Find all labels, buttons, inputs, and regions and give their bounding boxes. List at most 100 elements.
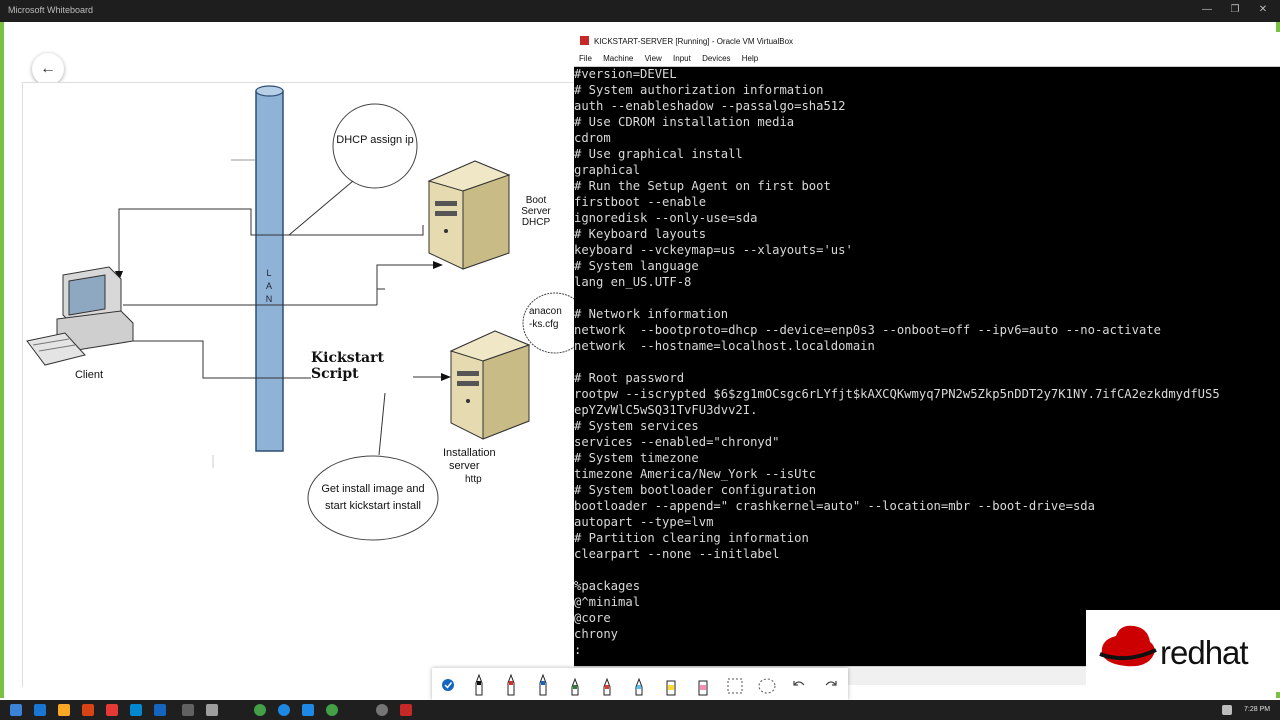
console-line: network --bootproto=dhcp --device=enp0s3… <box>574 323 1161 337</box>
pink-highlighter-icon[interactable] <box>692 673 714 697</box>
mail-icon[interactable] <box>34 704 46 716</box>
installation-server-label: Installation server http <box>443 447 496 485</box>
redo-icon[interactable] <box>820 673 842 697</box>
menu-input[interactable]: Input <box>673 54 691 63</box>
chrome-icon[interactable] <box>254 704 266 716</box>
network-diagram: DHCP assign ip Boot Server DHCP L A N an… <box>22 82 575 687</box>
installation-server-icon <box>449 330 531 440</box>
console-line: graphical <box>574 163 641 177</box>
lasso-icon[interactable] <box>724 673 746 697</box>
black-pen-icon[interactable] <box>468 673 490 697</box>
console-line: # System bootloader configuration <box>574 483 817 497</box>
install-bubble-shape <box>307 455 439 541</box>
console-line: timezone America/New_York --isUtc <box>574 467 817 481</box>
console-line: # System authorization information <box>574 83 824 97</box>
skype-icon[interactable] <box>278 704 290 716</box>
light-blue-pen-icon[interactable] <box>628 673 650 697</box>
console-line: %packages <box>574 579 641 593</box>
pen-tray-icon[interactable] <box>1222 705 1232 715</box>
settings-icon[interactable] <box>206 704 218 716</box>
lan-column <box>255 90 284 452</box>
menu-file[interactable]: File <box>579 54 592 63</box>
console-line: # System language <box>574 259 699 273</box>
console-line: network --hostname=localhost.localdomain <box>574 339 875 353</box>
lasso-dotted-icon[interactable] <box>756 673 778 697</box>
console-line: cdrom <box>574 131 611 145</box>
console-line: # System timezone <box>574 451 699 465</box>
menu-machine[interactable]: Machine <box>603 54 634 63</box>
pen-toolbar <box>432 668 848 700</box>
console-line: lang en_US.UTF-8 <box>574 275 692 289</box>
console-line: firstboot --enable <box>574 195 707 209</box>
virtualbox-window: KICKSTART-SERVER [Running] - Oracle VM V… <box>574 32 1280 666</box>
virtualbox-icon <box>580 36 589 45</box>
kickstart-file-text: #version=DEVEL # System authorization inf… <box>574 66 1280 658</box>
dhcp-bubble-label: DHCP assign ip <box>336 134 414 146</box>
store-icon[interactable] <box>154 704 166 716</box>
vbox-title: KICKSTART-SERVER [Running] - Oracle VM V… <box>594 37 794 46</box>
red-pen-2-icon[interactable] <box>596 673 618 697</box>
vbox-menubar: File Machine View Input Devices Help <box>574 50 1280 67</box>
green-pen-icon[interactable] <box>564 673 586 697</box>
console-line: # Partition clearing information <box>574 531 809 545</box>
restore-icon[interactable]: ❐ <box>1230 4 1240 15</box>
start-icon[interactable] <box>10 704 22 716</box>
console-line: rootpw --iscrypted $6$zg1mOCsgc6rLYfjt$k… <box>574 387 1220 401</box>
install-bubble-label: Get install image and start kickstart in… <box>321 483 425 512</box>
console-line: keyboard --vckeymap=us --xlayouts='us' <box>574 243 853 257</box>
redhat-logo: redhat <box>1086 610 1280 692</box>
console-line: @^minimal <box>574 595 641 609</box>
close-icon[interactable]: ✕ <box>1258 4 1268 15</box>
console-line: #version=DEVEL <box>574 67 677 81</box>
whiteboard-icon[interactable] <box>400 704 412 716</box>
client-label: Client <box>74 369 104 381</box>
lan-label: L A N <box>265 268 273 304</box>
console-line: # Use CDROM installation media <box>574 115 795 129</box>
menu-devices[interactable]: Devices <box>702 54 731 63</box>
powerpoint-icon[interactable] <box>82 704 94 716</box>
kickstart-script-label: Kickstart Script <box>311 350 384 382</box>
console-line: clearpart --none --initlabel <box>574 547 780 561</box>
whatsapp-icon[interactable] <box>302 704 314 716</box>
console-line: : <box>574 643 582 657</box>
anaconda-ks-label: anacon -ks.cfg <box>529 306 562 330</box>
console-line: # Root password <box>574 371 685 385</box>
taskbar-app-icon[interactable] <box>376 704 388 716</box>
blue-pen-icon[interactable] <box>532 673 554 697</box>
menu-view[interactable]: View <box>644 54 662 63</box>
console-line: # Keyboard layouts <box>574 227 707 241</box>
undo-icon[interactable] <box>788 673 810 697</box>
taskbar-clock: 7:28 PM <box>1244 706 1271 713</box>
console-line: bootloader --append=" crashkernel=auto" … <box>574 499 1095 513</box>
console-line: @core <box>574 611 611 625</box>
console-line <box>574 562 1280 578</box>
console-line <box>574 354 1280 370</box>
office-icon[interactable] <box>106 704 118 716</box>
checkmark-icon[interactable] <box>438 673 460 697</box>
calculator-icon[interactable] <box>182 704 194 716</box>
red-pen-icon[interactable] <box>500 673 522 697</box>
console-line <box>574 290 1280 306</box>
redhat-shadowman-icon <box>1099 625 1157 667</box>
console-line: chrony <box>574 627 619 641</box>
window-titlebar: Microsoft Whiteboard — ❐ ✕ <box>0 0 1280 22</box>
boot-server-icon <box>427 160 511 270</box>
yellow-highlighter-icon[interactable] <box>660 673 682 697</box>
menu-help[interactable]: Help <box>741 54 759 63</box>
console-line: # Network information <box>574 307 729 321</box>
back-arrow-icon[interactable]: ← <box>32 53 64 85</box>
vm-console[interactable]: #version=DEVEL # System authorization inf… <box>574 66 1280 666</box>
console-line: auth --enableshadow --passalgo=sha512 <box>574 99 846 113</box>
folder-icon[interactable] <box>58 704 70 716</box>
console-line: # Use graphical install <box>574 147 743 161</box>
minimize-icon[interactable]: — <box>1202 4 1212 15</box>
console-line: epYZvWlC5wSQ31TvFU3dvv2I. <box>574 403 758 417</box>
console-line: # Run the Setup Agent on first boot <box>574 179 831 193</box>
vbox-titlebar: KICKSTART-SERVER [Running] - Oracle VM V… <box>574 32 1280 50</box>
obs-icon[interactable] <box>326 704 338 716</box>
taskbar: 7:28 PM <box>0 700 1280 720</box>
dhcp-bubble-shape <box>332 103 418 189</box>
photos-icon[interactable] <box>130 704 142 716</box>
client-computer-icon <box>26 266 134 366</box>
diagram-lines <box>26 85 575 541</box>
